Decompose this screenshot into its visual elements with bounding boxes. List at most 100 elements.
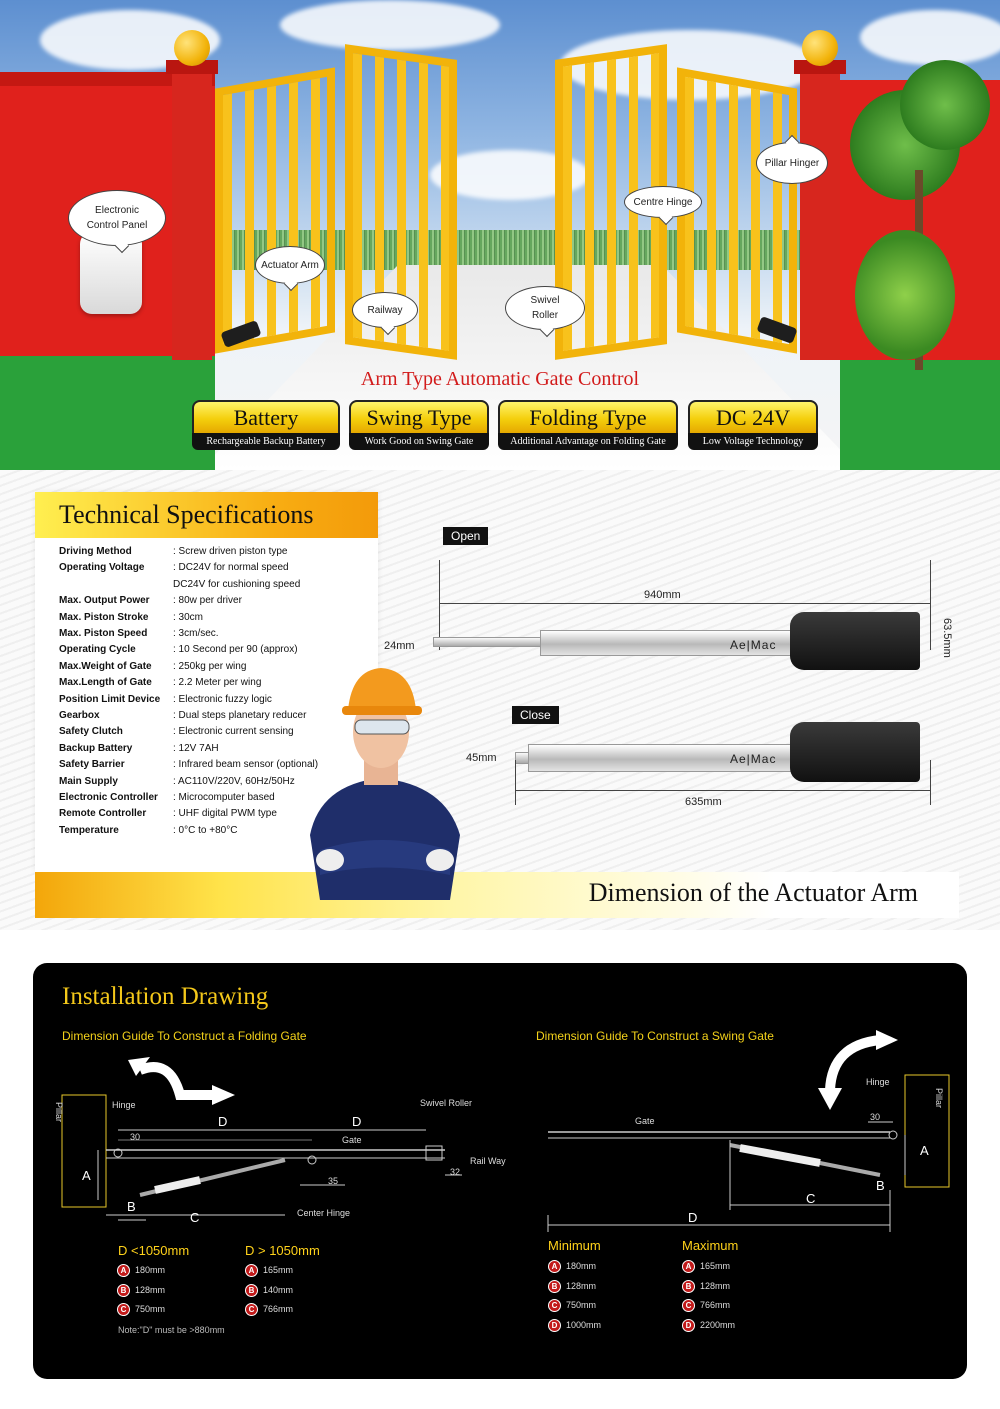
- folding-guide-title: Dimension Guide To Construct a Folding G…: [62, 1029, 307, 1043]
- worker-illustration: [310, 668, 460, 900]
- spec-key: Max. Piston Speed: [59, 628, 148, 639]
- spec-value: : Dual steps planetary reducer: [173, 710, 307, 721]
- swing-d-label: D: [688, 1210, 698, 1225]
- open-brand: Ae|Mac: [730, 638, 777, 652]
- folding-col2-head: D > 1050mm: [245, 1243, 320, 1258]
- dimension-value: 766mm: [263, 1304, 294, 1314]
- spec-key: Temperature: [59, 824, 119, 836]
- callout-pillar-hinger: Pillar Hinger: [756, 134, 828, 184]
- dimension-letter-badge: D: [548, 1318, 561, 1332]
- dimension-value: 128mm: [135, 1284, 166, 1295]
- swing-pillar-label: Pillar: [934, 1088, 944, 1109]
- spec-key: Operating Voltage: [59, 562, 145, 574]
- swing-col2-head: Maximum: [682, 1238, 739, 1253]
- spec-key: Backup Battery: [59, 742, 133, 754]
- dimension-value: 165mm: [700, 1261, 731, 1271]
- spec-value: : Microcomputer based: [173, 792, 275, 803]
- spec-value: : 250kg per wing: [173, 660, 247, 672]
- folding-note: Note:"D" must be >880mm: [118, 1325, 225, 1335]
- folding-a-label: A: [82, 1168, 91, 1183]
- folding-c-label: C: [190, 1210, 200, 1225]
- folding-30-label: 30: [130, 1132, 141, 1142]
- dimension-value: 750mm: [566, 1300, 597, 1310]
- left-pillar: [166, 60, 218, 360]
- callout-swivel-roller: Swivel Roller: [505, 286, 585, 338]
- dimension-letter-badge: C: [245, 1303, 258, 1316]
- spec-value: : 30cm: [173, 611, 204, 623]
- swing-col1-head: Minimum: [548, 1238, 601, 1253]
- dimension-value: 180mm: [135, 1265, 166, 1275]
- swing-a-label: A: [920, 1143, 929, 1158]
- folding-col1-head: D <1050mm: [118, 1243, 190, 1258]
- open-motor-head: [790, 612, 920, 670]
- dimension-letter-badge: C: [682, 1299, 695, 1312]
- spec-value: DC24V for cushioning speed: [173, 578, 301, 590]
- spec-value: : 2.2 Meter per wing: [173, 677, 262, 689]
- folding-d2-label: D: [352, 1114, 362, 1129]
- open-tag: Open: [443, 527, 489, 545]
- open-length-label: 940mm: [644, 589, 681, 601]
- callout-centre-hinge: Centre Hinge: [624, 186, 702, 226]
- feature-swing-type: Swing Type Work Good on Swing Gate: [349, 400, 489, 450]
- dimension-value: 140mm: [263, 1284, 294, 1295]
- dimension-letter-badge: B: [117, 1283, 130, 1297]
- close-tag: Close: [512, 706, 559, 724]
- callout-railway: Railway: [352, 292, 418, 336]
- spec-value: : Electronic current sensing: [173, 726, 294, 738]
- spec-value: : UHF digital PWM type: [173, 808, 277, 820]
- installation-panel: [33, 963, 967, 1379]
- swing-30-label: 30: [870, 1112, 881, 1122]
- dimension-value: 128mm: [566, 1280, 597, 1291]
- folding-32-label: 32: [450, 1167, 461, 1177]
- spec-key: Safety Clutch: [59, 726, 123, 738]
- close-tube: [528, 744, 800, 772]
- folding-rail-label: Rail Way: [470, 1156, 506, 1166]
- feature-dc24v: DC 24V Low Voltage Technology: [688, 400, 818, 450]
- spec-value: : DC24V for normal speed: [173, 562, 289, 574]
- dimension-value: 750mm: [135, 1304, 166, 1314]
- spec-value: : 80w per driver: [173, 595, 242, 607]
- spec-key: Driving Method: [59, 546, 132, 557]
- dimension-letter-badge: A: [117, 1264, 130, 1277]
- dimension-letter-badge: A: [245, 1264, 258, 1277]
- spec-key: Gearbox: [59, 710, 100, 721]
- feature-battery: Battery Rechargeable Backup Battery: [192, 400, 340, 450]
- close-brand: Ae|Mac: [730, 752, 777, 766]
- callout-actuator-arm: Actuator Arm: [255, 246, 325, 292]
- close-motor-head: [790, 722, 920, 782]
- spec-value: : 10 Second per 90 (approx): [173, 644, 298, 656]
- dimension-letter-badge: B: [245, 1283, 258, 1297]
- dimension-letter-badge: C: [548, 1299, 561, 1312]
- swing-guide-title: Dimension Guide To Construct a Swing Gat…: [536, 1029, 774, 1043]
- open-tube: [540, 630, 800, 656]
- dimension-value: 128mm: [700, 1280, 731, 1291]
- right-pillar: [794, 60, 846, 360]
- close-rod-label: 45mm: [466, 752, 497, 764]
- dimension-letter-badge: A: [548, 1260, 561, 1273]
- dimension-value: 766mm: [700, 1300, 731, 1310]
- swing-gate-label: Gate: [635, 1116, 655, 1126]
- spec-key: Electronic Controller: [59, 792, 158, 803]
- folding-hinge-label: Hinge: [112, 1100, 136, 1110]
- folding-center-hinge-label: Center Hinge: [297, 1208, 351, 1218]
- dimension-letter-badge: A: [682, 1260, 695, 1273]
- callout-control-panel: Electronic Control Panel: [68, 190, 166, 254]
- open-rod-label: 24mm: [384, 640, 415, 652]
- close-length-label: 635mm: [685, 796, 722, 808]
- dimension-letter-badge: C: [117, 1303, 130, 1316]
- dimension-letter-badge: B: [682, 1279, 695, 1293]
- installation-title: Installation Drawing: [62, 983, 269, 1010]
- folding-gate-label: Gate: [342, 1135, 362, 1145]
- swing-hinge-label: Hinge: [866, 1077, 890, 1087]
- spec-header: Technical Specifications: [35, 492, 378, 538]
- dimension-letter-badge: B: [548, 1279, 561, 1293]
- dimension-title: Dimension of the Actuator Arm: [588, 878, 918, 907]
- folding-d1-label: D: [218, 1114, 228, 1129]
- dimension-value: 1000mm: [566, 1319, 602, 1330]
- folding-swivel-label: Swivel Roller: [420, 1098, 473, 1108]
- spec-key: Safety Barrier: [59, 759, 125, 771]
- hero-illustration: Electronic Control Panel Actuator Arm Ra…: [0, 0, 1000, 470]
